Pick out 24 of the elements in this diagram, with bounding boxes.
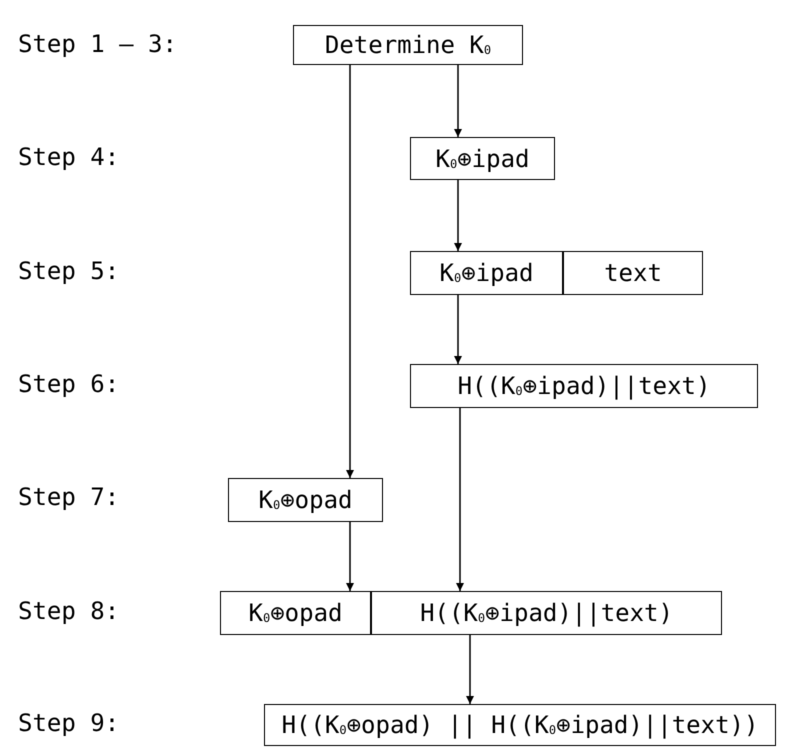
arrow [456, 408, 464, 591]
process-box [410, 251, 563, 295]
step-label: Step 6: [18, 370, 120, 398]
arrow [346, 522, 354, 591]
process-box [293, 25, 523, 65]
process-box [371, 591, 722, 635]
process-box [410, 364, 758, 408]
process-box [228, 478, 383, 522]
step-label: Step 1 – 3: [18, 30, 177, 58]
arrow [454, 295, 462, 364]
process-box [563, 251, 703, 295]
process-box [264, 704, 776, 746]
step-label: Step 7: [18, 483, 120, 511]
step-label: Step 5: [18, 257, 120, 285]
arrow [454, 65, 462, 137]
node-text: text [604, 259, 662, 287]
step-label: Step 9: [18, 709, 120, 737]
process-box [410, 137, 555, 180]
arrow [454, 180, 462, 251]
step-label: Step 8: [18, 597, 120, 625]
step-label: Step 4: [18, 143, 120, 171]
process-box [220, 591, 371, 635]
arrow [466, 635, 474, 704]
arrow [346, 65, 354, 478]
